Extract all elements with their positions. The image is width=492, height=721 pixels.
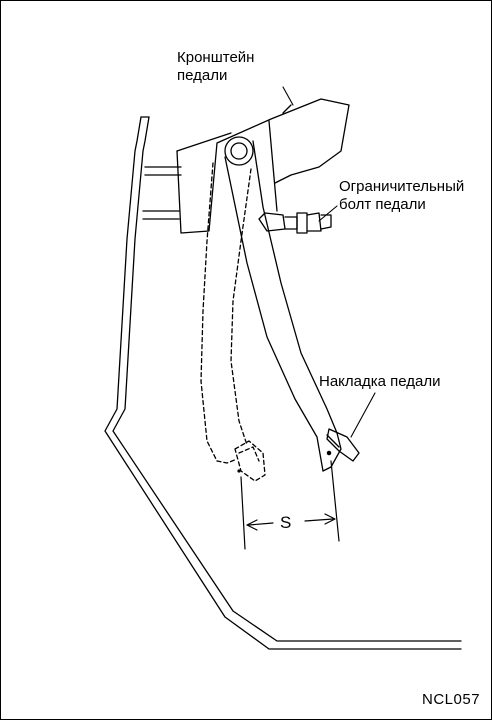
pedal-bracket-label: Кронштейн педали [177,49,255,84]
figure-code: NCL057 [422,691,481,708]
pedal-pivot [224,136,254,166]
mounting-studs [142,166,182,220]
pedal-travel-label: S [280,513,292,532]
firewall-outline [104,116,462,650]
pedal-arm [224,120,342,472]
stopper-bolt [258,212,332,234]
pedal-bracket [176,98,350,234]
stopper-bolt-label: Ограничительный болт педали [339,178,465,213]
pedal-pad [326,428,360,462]
leader-lines [282,86,376,438]
pedal-depressed-outline [200,162,266,482]
travel-dimension [240,460,340,550]
pedal-pad-label: Накладка педали [319,373,441,390]
